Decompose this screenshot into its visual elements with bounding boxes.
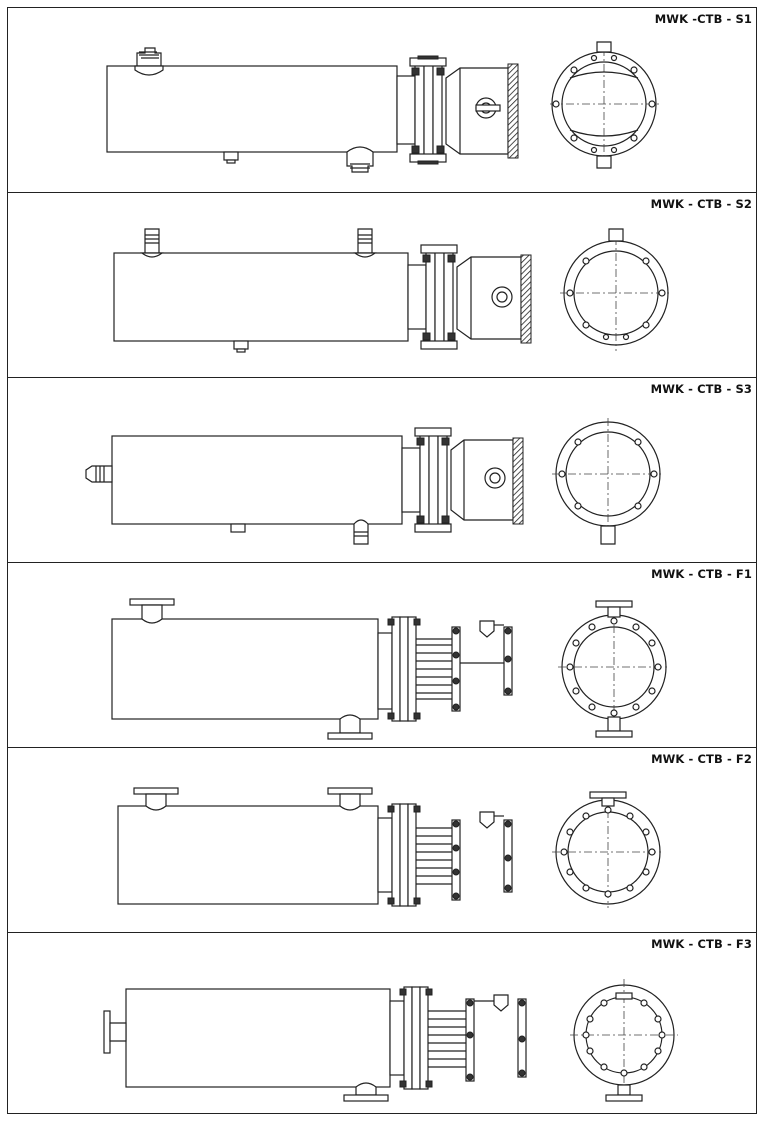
outlet-flange-nozzle (327, 787, 373, 811)
shell-neck (377, 632, 393, 710)
panel-s1: MWK -CTB - S1 (8, 8, 756, 193)
terminal-cover (520, 254, 532, 344)
heat-exchanger-f2-drawing (117, 787, 664, 908)
terminal-cover (507, 63, 519, 159)
inlet-nozzle (85, 465, 113, 483)
shell-body (125, 988, 391, 1088)
inlet-flange-nozzle (133, 787, 179, 811)
panel-label-s3: MWK - CTB - S3 (650, 382, 752, 396)
main-flange (399, 986, 433, 1090)
heating-element-bundle (416, 811, 513, 901)
drawing-sheet: MWK -CTB - S1 (7, 7, 757, 1114)
panel-f1: MWK - CTB - F1 (8, 563, 756, 748)
cable-gland (484, 467, 506, 489)
shell-neck (377, 817, 393, 893)
drain-plug (230, 523, 246, 533)
outlet-nozzle (346, 146, 374, 173)
end-view-s1 (550, 41, 660, 169)
panel-label-s2: MWK - CTB - S2 (650, 197, 752, 211)
end-view-f2 (552, 791, 664, 908)
panel-label-s1: MWK -CTB - S1 (654, 12, 752, 26)
inlet-flange-nozzle (129, 598, 175, 624)
heating-element-bundle (416, 620, 513, 712)
end-view-s3 (552, 418, 664, 545)
heat-exchanger-f3-drawing (103, 979, 678, 1102)
panel-label-f2: MWK - CTB - F2 (651, 752, 752, 766)
panel-f2: MWK - CTB - F2 (8, 748, 756, 933)
end-view-s2 (560, 228, 672, 351)
panel-label-f3: MWK - CTB - F3 (651, 937, 752, 951)
main-flange (420, 244, 458, 350)
heat-exchanger-f1-drawing (111, 598, 670, 740)
inlet-nozzle (140, 228, 164, 258)
cable-gland (491, 286, 513, 308)
terminal-cover (512, 437, 524, 525)
end-view-f3 (570, 979, 678, 1102)
outlet-flange-nozzle (343, 1082, 389, 1102)
shell-body (111, 618, 379, 720)
shell-body (106, 65, 398, 153)
main-flange (387, 803, 421, 907)
shell-neck (396, 75, 416, 145)
outlet-nozzle (353, 228, 377, 258)
inlet-nozzle (134, 47, 164, 76)
main-flange (409, 55, 447, 165)
panel-s2: MWK - CTB - S2 (8, 193, 756, 378)
panel-f3: MWK - CTB - F3 (8, 933, 756, 1115)
panel-label-f1: MWK - CTB - F1 (651, 567, 752, 581)
shell-body (111, 435, 403, 525)
main-flange (387, 616, 421, 722)
drain-plug (233, 340, 249, 353)
panel-s3: MWK - CTB - S3 (8, 378, 756, 563)
shell-neck (389, 1000, 405, 1076)
heating-element-bundle (428, 994, 527, 1082)
shell-body (117, 805, 379, 905)
outlet-flange-nozzle (327, 714, 373, 740)
main-flange (414, 427, 452, 533)
cable-gland (475, 97, 501, 119)
end-view-f1 (558, 600, 670, 738)
drain-plug (223, 151, 239, 164)
heat-exchanger-s3-drawing (85, 418, 664, 545)
shell-body (113, 252, 409, 342)
heat-exchanger-s2-drawing (113, 228, 672, 353)
shell-neck (407, 264, 427, 330)
inlet-flange-nozzle (103, 1010, 127, 1054)
outlet-nozzle (353, 519, 369, 545)
heat-exchanger-s1-drawing (106, 41, 660, 173)
shell-neck (401, 447, 421, 513)
